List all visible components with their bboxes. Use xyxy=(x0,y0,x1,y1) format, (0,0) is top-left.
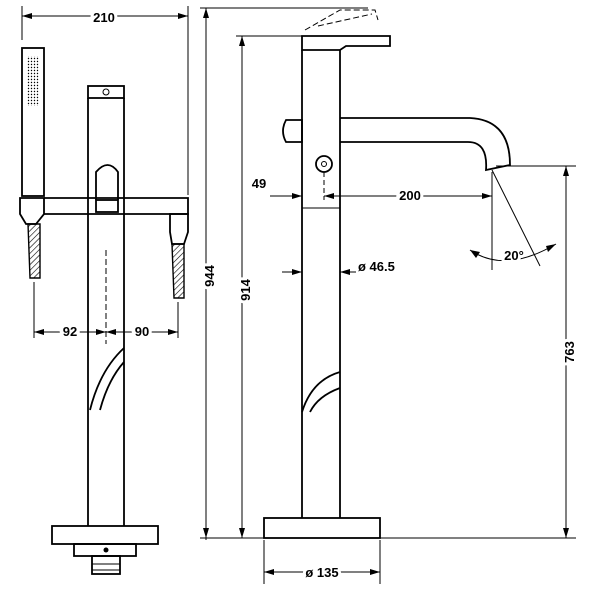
dim-label-200: 200 xyxy=(399,188,421,203)
dimension-spout-reach: 200 xyxy=(340,172,493,270)
front-column xyxy=(51,85,159,575)
dimension-spout-height: 763 xyxy=(380,165,580,539)
dim-label-90: 90 xyxy=(135,324,149,339)
dim-label-92: 92 xyxy=(63,324,77,339)
dim-label-angle-20: 20° xyxy=(504,248,524,263)
right-hose xyxy=(169,213,189,299)
dim-label-49: 49 xyxy=(252,176,266,191)
dimension-total-height: 944 xyxy=(199,7,368,540)
dim-label-763: 763 xyxy=(562,341,577,363)
dimension-arm-offsets: 92 90 xyxy=(33,250,179,344)
dimension-body-height: 914 xyxy=(235,35,302,538)
dimension-base-diameter: ø 135 xyxy=(263,540,381,584)
dimension-total-width: 210 xyxy=(21,6,189,195)
dim-label-diameter-135: ø 135 xyxy=(305,565,338,580)
dimension-body-diameter: ø 46.5 xyxy=(282,259,395,275)
hand-shower xyxy=(19,47,45,279)
dim-label-210: 210 xyxy=(93,10,115,25)
dimension-lever-offset: 49 xyxy=(249,172,370,200)
dim-label-914: 914 xyxy=(238,278,253,300)
front-view: 210 92 90 xyxy=(19,6,189,575)
side-view: 944 914 49 200 xyxy=(199,7,580,584)
dim-label-diameter-46-5: ø 46.5 xyxy=(358,259,395,274)
dim-label-944: 944 xyxy=(202,264,217,286)
dimension-spout-angle: 20° xyxy=(469,169,557,267)
